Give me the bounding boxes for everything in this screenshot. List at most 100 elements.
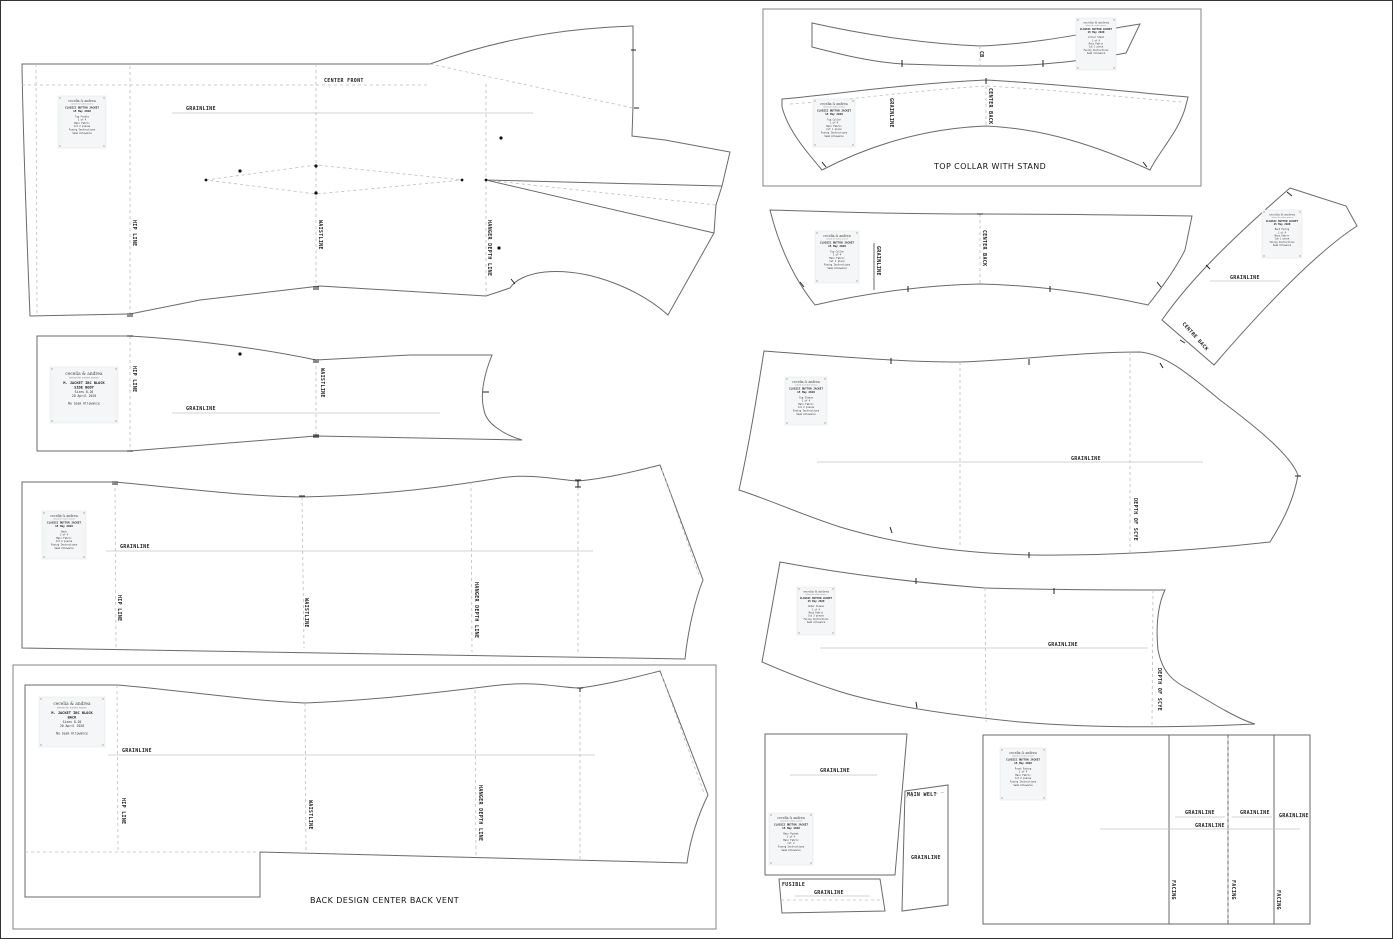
card-line: Top Collar <box>827 118 841 121</box>
card-line: 15 May 2020 <box>73 109 91 113</box>
card-line: CLASSIC BUTTON JACKET <box>820 241 854 245</box>
card-line: 1 of 4 <box>833 254 842 257</box>
card-corner-mark <box>832 632 834 634</box>
card-brand: cecelia & andrea <box>65 372 103 377</box>
card-corner-mark <box>1263 211 1265 213</box>
piece-back-lower[interactable]: GRAINLINE HIP LINE WAISTLINE HANGER DEPT… <box>24 670 709 905</box>
card-brand: cecelia & andrea <box>1083 21 1109 25</box>
card-background <box>768 812 814 866</box>
piece-front[interactable]: CENTER FRONT GRAINLINE HIP LINE WAISTLIN… <box>21 25 731 317</box>
card-brand-sub: tailored for modern women <box>57 706 87 709</box>
facing-b-label: FACING <box>1230 880 1236 900</box>
card-line: Fusing Instructions <box>1084 49 1110 52</box>
card-corner-mark <box>856 280 858 282</box>
card-line: Front Facing <box>1015 767 1032 770</box>
top-collar-grainline-label: GRAINLINE <box>888 98 894 128</box>
piece-back-upper[interactable]: GRAINLINE HIP LINE WAISTLINE HANGER DEPT… <box>21 464 704 660</box>
card-line: Top Collar <box>830 250 844 253</box>
side-hip-line-label: HIP LINE <box>131 366 137 392</box>
card-corner-mark <box>40 744 42 746</box>
card-line: 15 May 2020 <box>797 390 815 394</box>
card-line: 15 May 2020 <box>782 826 800 830</box>
card-line: 1 of 4 <box>1278 231 1287 234</box>
piece-pocket[interactable]: GRAINLINE <box>764 733 908 876</box>
front-hanger-depth-label: HANGER DEPTH LINE <box>486 220 492 276</box>
card-corner-mark <box>83 556 85 558</box>
card-brand-sub: tailored for modern women <box>780 819 802 822</box>
piece-facings[interactable]: GRAINLINE GRAINLINE GRAINLINE GRAINLINE … <box>982 734 1311 925</box>
card-line: Cut 1 piece <box>1089 46 1104 49</box>
card-line: Fusing Instructions <box>824 264 851 267</box>
card-corner-mark <box>43 512 45 514</box>
card-line: CLASSIC BUTTON JACKET <box>774 823 808 827</box>
card-line: Main Pocket <box>783 832 799 835</box>
card-background <box>41 510 87 560</box>
card-line: Fusing Instructions <box>69 129 96 132</box>
card-corner-mark <box>816 280 818 282</box>
piece-back-neck-facing[interactable]: GRAINLINE CENTRE BACK <box>1161 187 1358 366</box>
card-line: Cut 2 pieces <box>808 615 824 618</box>
piece-top-collar[interactable]: GRAINLINE CENTER BACK TOP COLLAR WITH ST… <box>781 78 1189 171</box>
card-line: CLASSIC BUTTON JACKET <box>47 521 81 525</box>
card-corner-mark <box>852 144 854 146</box>
card-brand: cecelia & andrea <box>792 380 820 384</box>
fusible-grainline-label: GRAINLINE <box>814 890 844 896</box>
back-lower-hip-line-label: HIP LINE <box>120 798 126 824</box>
card-brand-sub: tailored for modern women <box>826 237 848 240</box>
card-line: 1 of 4 <box>787 836 796 839</box>
card-corner-mark <box>1077 67 1079 69</box>
facing-c-label: FACING <box>1275 890 1281 910</box>
side-waistline-label: WAISTLINE <box>319 368 325 398</box>
piece-main-welt[interactable]: MAIN WELT GRAINLINE <box>901 784 949 912</box>
card-line: 15 May 2020 <box>828 244 846 248</box>
card-corner-mark <box>115 420 117 422</box>
card-line: CLASSIC BUTTON JACKET <box>817 109 851 113</box>
card-corner-mark <box>856 232 858 234</box>
card-line: 15 May 2020 <box>1088 30 1105 34</box>
piece-side-body[interactable]: GRAINLINE HIP LINE WAISTLINE <box>36 335 523 452</box>
card-brand: cecelia & andrea <box>53 702 91 707</box>
card-line: Fusing Instructions <box>1270 241 1296 244</box>
card-line: Cut 2 pieces <box>74 125 91 128</box>
card-line: 15 May 2020 <box>1014 761 1032 765</box>
card-line: 15 May 2020 <box>808 599 825 603</box>
card-background <box>814 230 860 284</box>
card-line: Collar Stand <box>1088 36 1104 39</box>
piece-fusible[interactable]: FUSIBLE GRAINLINE <box>778 878 886 914</box>
piece-top-sleeve[interactable]: GRAINLINE DEPTH OF SCYE <box>738 350 1301 558</box>
card-brand-sub: tailored for modern women <box>1086 24 1107 27</box>
card-corner-mark <box>103 145 105 147</box>
back-lower-waistline-label: WAISTLINE <box>307 800 313 830</box>
card-line: Back <box>61 530 67 533</box>
card-line: Sizes 8-20 <box>75 390 94 394</box>
card-corner-mark <box>1001 749 1003 751</box>
facing-grainline-label-3: GRAINLINE <box>1240 810 1270 816</box>
card-brand: cecelia & andrea <box>803 590 829 594</box>
card-line: Main Fabric <box>1015 774 1031 777</box>
piece-under-collar[interactable]: GRAINLINE CENTER BACK <box>769 209 1193 306</box>
card-line: Cut 1 piece <box>826 128 842 131</box>
facing-a-label: FACING <box>1170 880 1176 900</box>
front-waistline-label: WAISTLINE <box>317 220 323 250</box>
card-corner-mark <box>798 632 800 634</box>
card-brand-sub: tailored for modern women <box>823 105 845 108</box>
card-background <box>1075 17 1117 71</box>
card-line: CLASSIC BUTTON JACKET <box>1080 27 1113 31</box>
card-corner-mark <box>59 145 61 147</box>
piece-under-sleeve[interactable]: GRAINLINE DEPTH OF SCYE <box>761 561 1256 728</box>
card-brand-sub: tailored for modern women <box>806 593 827 596</box>
back-lower-hanger-depth-label: HANGER DEPTH LINE <box>477 785 483 841</box>
card-corner-mark <box>814 100 816 102</box>
under-sleeve-depth-of-scye-label: DEPTH OF SCYE <box>1156 668 1162 711</box>
back-lower-grainline-label: GRAINLINE <box>122 748 152 754</box>
card-brand: cecelia & andrea <box>1269 213 1295 217</box>
card-brand: cecelia & andrea <box>50 514 78 518</box>
card-line: M. JACKET IBC BLOCK <box>51 711 93 715</box>
card-background <box>999 747 1047 801</box>
facing-grainline-label-2: GRAINLINE <box>1195 823 1225 829</box>
